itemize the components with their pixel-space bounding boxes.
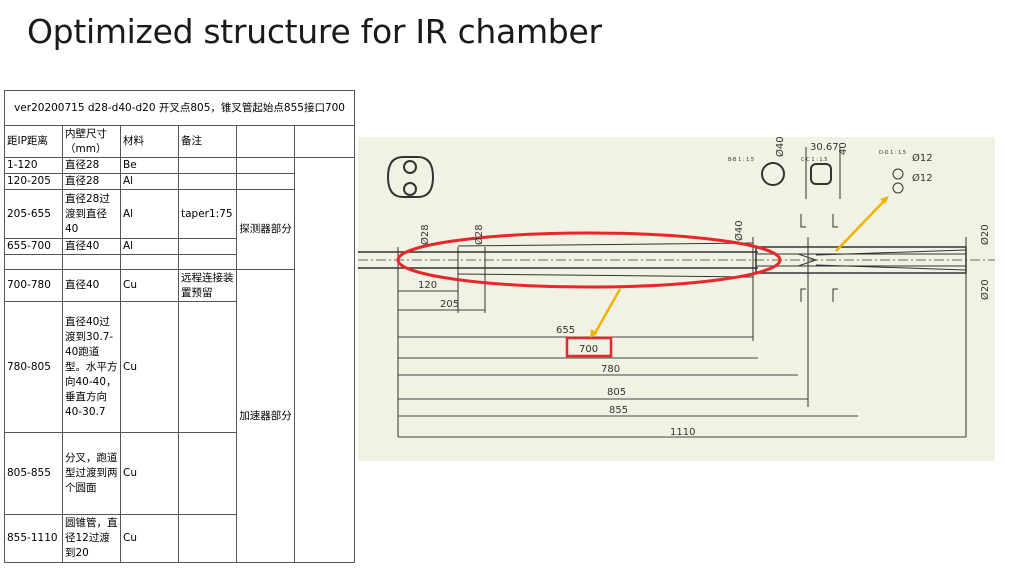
diameter-label: Ø40 xyxy=(733,220,745,241)
dim-top-height: 40 xyxy=(838,142,849,155)
row-dist: 120-205 xyxy=(4,173,63,190)
section-racetrack xyxy=(810,163,832,185)
table-row: 855-1110 圆锥管，直径12过渡到20 Cu xyxy=(4,514,355,563)
column-header: 材料 xyxy=(120,125,179,158)
section-label: D-D 1 : 1.5 xyxy=(879,150,906,156)
dim-655: 655 xyxy=(556,325,575,336)
dim-700: 700 xyxy=(579,344,598,355)
row-size: 直径40 xyxy=(62,238,121,255)
section-label: C-C 1 : 1.5 xyxy=(801,157,827,163)
table-row: 700-780 直径40 Cu 远程连接装置预留 加速器部分 xyxy=(4,269,355,563)
dim-1110: 1110 xyxy=(670,427,695,438)
column-header: 备注 xyxy=(178,125,237,158)
row-mat: Cu xyxy=(120,269,179,302)
row-note xyxy=(178,238,237,255)
row-size: 直径28 xyxy=(62,157,121,174)
dim-855: 855 xyxy=(609,405,628,416)
row-dist: 780-805 xyxy=(4,301,63,433)
row-mat: Cu xyxy=(120,514,179,563)
spec-table: ver20200715 d28-d40-d20 开叉点805，锥叉管起始点855… xyxy=(3,90,356,563)
row-dist: 1-120 xyxy=(4,157,63,174)
diameter-label: Ø20 xyxy=(979,224,991,245)
diameter-label: Ø28 xyxy=(473,224,485,245)
row-note xyxy=(178,173,237,190)
row-dist: 855-1110 xyxy=(4,514,63,563)
column-header: 内壁尺寸（mm） xyxy=(62,125,121,158)
table-row: 205-655 直径28过渡到直径40 Al taper1:75 探测器部分 xyxy=(4,189,355,270)
drawing-svg: 120 205 655 700 780 805 855 1110 30.67 4… xyxy=(358,137,995,438)
row-note: 远程连接装置预留 xyxy=(178,269,237,302)
diameter-label: Ø12 xyxy=(912,152,933,164)
page-title: Optimized structure for IR chamber xyxy=(27,12,602,51)
diameter-label: Ø20 xyxy=(979,279,991,300)
row-dist: 700-780 xyxy=(4,269,63,302)
row-size xyxy=(62,254,121,270)
row-mat: Cu xyxy=(120,432,179,515)
table-header: ver20200715 d28-d40-d20 开叉点805，锥叉管起始点855… xyxy=(3,90,356,126)
table-row: 655-700 直径40 Al xyxy=(4,238,355,255)
group-detector: 探测器部分 xyxy=(236,189,295,270)
row-dist: 205-655 xyxy=(4,189,63,239)
dim-top-width: 30.67 xyxy=(810,142,839,153)
row-mat: Cu xyxy=(120,301,179,433)
row-note: taper1:75 xyxy=(178,189,237,239)
empty-cell xyxy=(293,157,356,563)
highlight-ellipse xyxy=(396,231,782,289)
row-size: 直径28 xyxy=(62,173,121,190)
row-size: 直径28过渡到直径40 xyxy=(62,189,121,239)
empty-cell xyxy=(236,173,295,190)
empty-cell xyxy=(236,157,295,174)
row-mat: Be xyxy=(120,157,179,174)
dim-780: 780 xyxy=(601,364,620,375)
row-mat: Al xyxy=(120,173,179,190)
row-note xyxy=(178,254,237,270)
dim-120: 120 xyxy=(418,280,437,291)
row-dist: 805-855 xyxy=(4,432,63,515)
row-mat: Al xyxy=(120,238,179,255)
engineering-drawing: 120 205 655 700 780 805 855 1110 30.67 4… xyxy=(358,137,995,461)
row-size: 直径40过渡到30.7-40跑道型。水平方向40-40，垂直方向40-30.7 xyxy=(62,301,121,433)
row-size: 圆锥管，直径12过渡到20 xyxy=(62,514,121,563)
row-size: 直径40 xyxy=(62,269,121,302)
group-accelerator: 加速器部分 xyxy=(236,269,295,563)
row-dist xyxy=(4,254,63,270)
row-note xyxy=(178,514,237,563)
highlight-box xyxy=(565,336,613,358)
section-label: B-B 1 : 1.5 xyxy=(728,157,754,163)
end-view-figure xyxy=(386,156,435,198)
empty-cell xyxy=(236,125,295,158)
row-note xyxy=(178,432,237,515)
diameter-label: Ø28 xyxy=(419,224,431,245)
table-row: 1-120 直径28 Be xyxy=(4,157,356,563)
row-size: 分叉，跑道型过渡到两个圆面 xyxy=(62,432,121,515)
section-circle-small xyxy=(892,168,904,180)
column-header: 距IP距离 xyxy=(4,125,63,158)
row-mat xyxy=(120,254,179,270)
section-circle xyxy=(761,162,785,186)
empty-cell xyxy=(293,125,356,158)
section-circle-small xyxy=(892,182,904,194)
table-row: 805-855 分叉，跑道型过渡到两个圆面 Cu xyxy=(4,432,355,515)
dim-205: 205 xyxy=(440,299,459,310)
diameter-label: Ø12 xyxy=(912,172,933,184)
row-dist: 655-700 xyxy=(4,238,63,255)
diameter-label: Ø40 xyxy=(774,137,786,157)
row-note xyxy=(178,301,237,433)
table-row: 780-805 直径40过渡到30.7-40跑道型。水平方向40-40，垂直方向… xyxy=(4,301,355,433)
row-note xyxy=(178,157,237,174)
dim-805: 805 xyxy=(607,387,626,398)
row-mat: Al xyxy=(120,189,179,239)
